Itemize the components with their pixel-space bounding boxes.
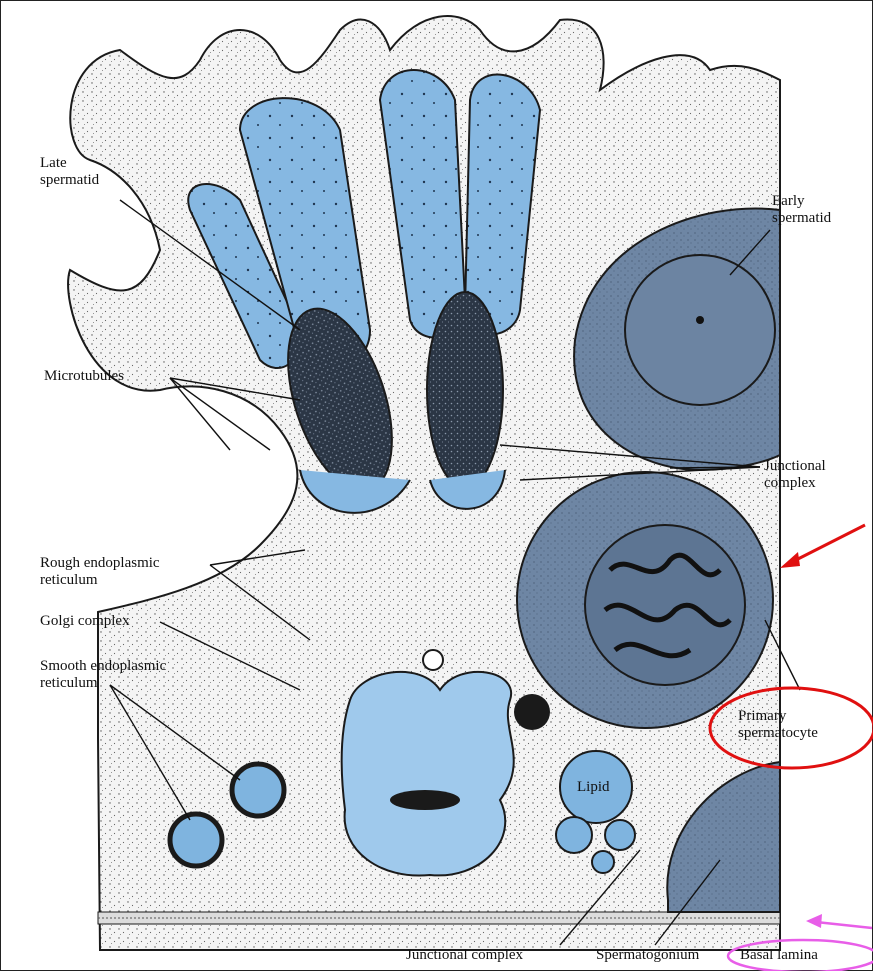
label-lipid: Lipid — [577, 779, 610, 796]
label-spermatogonium: Spermatogonium — [596, 947, 699, 964]
label-junctional-complex-bottom: Junctional complex — [406, 947, 523, 964]
smooth-er-whorl — [170, 814, 222, 866]
primary-spermatocyte — [517, 472, 773, 728]
red-arrow — [780, 525, 865, 568]
label-microtubules: Microtubules — [44, 368, 124, 385]
lipid-droplet — [556, 817, 592, 853]
label-golgi-complex: Golgi complex — [40, 613, 130, 630]
lipid-droplet — [605, 820, 635, 850]
lipid-droplet — [592, 851, 614, 873]
label-junctional-complex-right: Junctional complex — [764, 458, 826, 492]
nucleolus — [390, 790, 460, 810]
label-basal-lamina: Basal lamina — [740, 947, 818, 964]
spermatid-head-right — [427, 292, 503, 488]
label-early-spermatid: Early spermatid — [772, 193, 831, 227]
sertoli-nucleus — [342, 672, 514, 876]
magenta-arrow — [806, 914, 872, 928]
label-late-spermatid: Late spermatid — [40, 155, 99, 189]
label-primary-spermatocyte: Primary spermatocyte — [738, 708, 818, 742]
label-rough-er: Rough endoplasmic reticulum — [40, 555, 160, 589]
label-smooth-er: Smooth endoplasmic reticulum — [40, 658, 166, 692]
smooth-er-whorl — [232, 764, 284, 816]
